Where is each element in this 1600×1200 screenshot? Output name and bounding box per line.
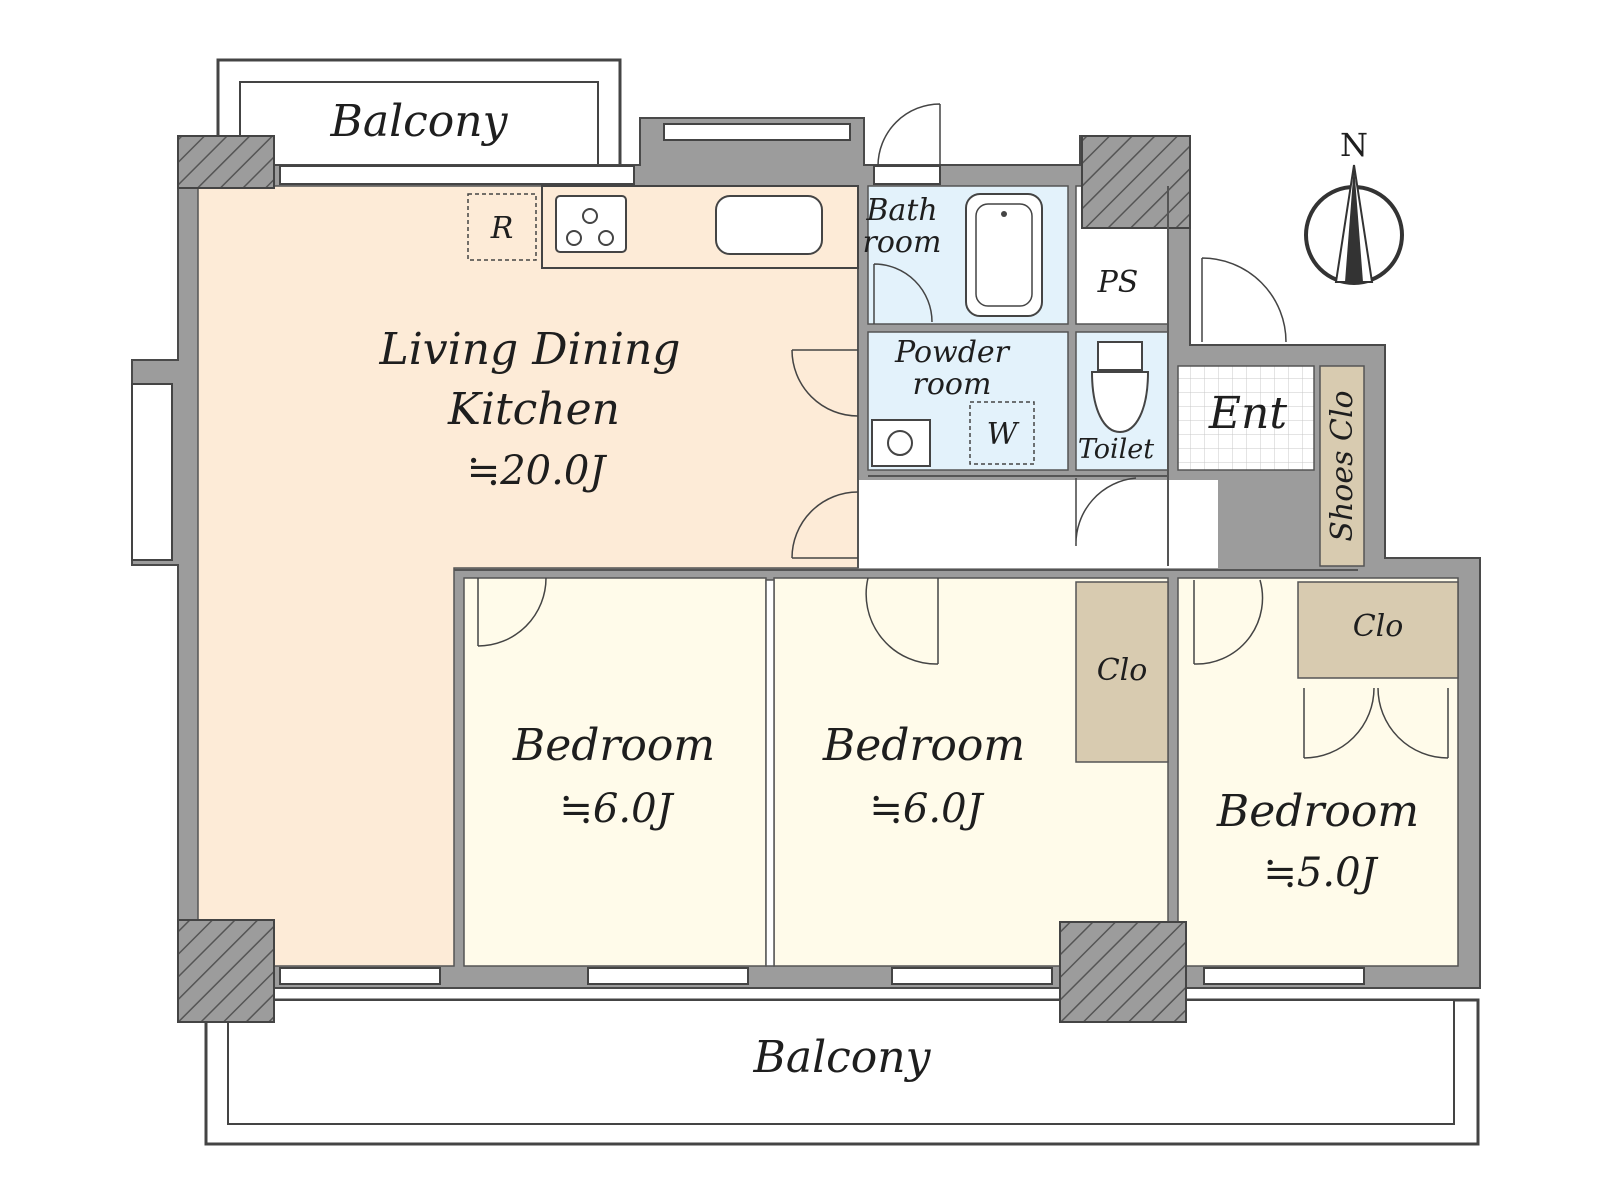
column-bottom-center	[1059, 921, 1187, 1023]
shoes-closet	[1319, 365, 1365, 567]
column-bottom-left	[177, 919, 275, 1023]
bathtub	[965, 193, 1043, 317]
bathroom-label-line1: Bath	[865, 193, 937, 228]
compass-icon: N	[1304, 126, 1404, 285]
washer-label: W	[987, 417, 1020, 452]
entrance-label: Ent	[1208, 388, 1287, 439]
closet-bedroom-2	[1075, 581, 1169, 763]
closet-2-label: Clo	[1097, 653, 1148, 688]
refrigerator-space: R	[467, 193, 537, 261]
column-top-left	[177, 135, 275, 189]
room-entrance	[1177, 365, 1315, 471]
compass-north-label: N	[1340, 126, 1368, 164]
shoes-closet-label: Shoes Clo	[1325, 390, 1360, 541]
ldk-label-line1: Living Dining	[379, 324, 681, 375]
washer-space: W	[969, 401, 1035, 465]
ldk-label-line2: Kitchen	[447, 384, 620, 435]
balcony-bottom-label: Balcony	[753, 1032, 932, 1083]
bedroom-3-size: ≒5.0J	[1263, 850, 1378, 896]
bedroom-2-size: ≒6.0J	[869, 786, 984, 832]
powder-room-label-line1: Powder	[894, 335, 1011, 370]
bedroom-1-size: ≒6.0J	[559, 786, 674, 832]
kitchen-counter	[541, 185, 859, 269]
toilet-label: Toilet	[1078, 434, 1154, 465]
column-top-right	[1081, 135, 1191, 229]
toilet-bowl	[1090, 341, 1150, 434]
ldk-size: ≒20.0J	[467, 448, 608, 494]
bathroom-label-line2: room	[863, 225, 942, 260]
balcony-top-label: Balcony	[330, 96, 509, 147]
refrigerator-label: R	[490, 211, 514, 246]
washbasin	[871, 419, 931, 467]
closet-bedroom-3	[1297, 581, 1459, 679]
bedroom-2-label: Bedroom	[822, 720, 1025, 771]
room-bedroom-1	[463, 577, 767, 967]
windows	[131, 123, 1365, 985]
bedroom-1-label: Bedroom	[512, 720, 715, 771]
doors	[477, 103, 1449, 759]
ps-label: PS	[1097, 265, 1139, 300]
sliding-partition	[765, 579, 775, 967]
powder-room-label-line2: room	[913, 367, 992, 402]
closet-3-label: Clo	[1353, 609, 1404, 644]
balcony-bottom	[204, 998, 1480, 1146]
hallway	[858, 480, 1218, 568]
bedroom-3-label: Bedroom	[1216, 786, 1419, 837]
